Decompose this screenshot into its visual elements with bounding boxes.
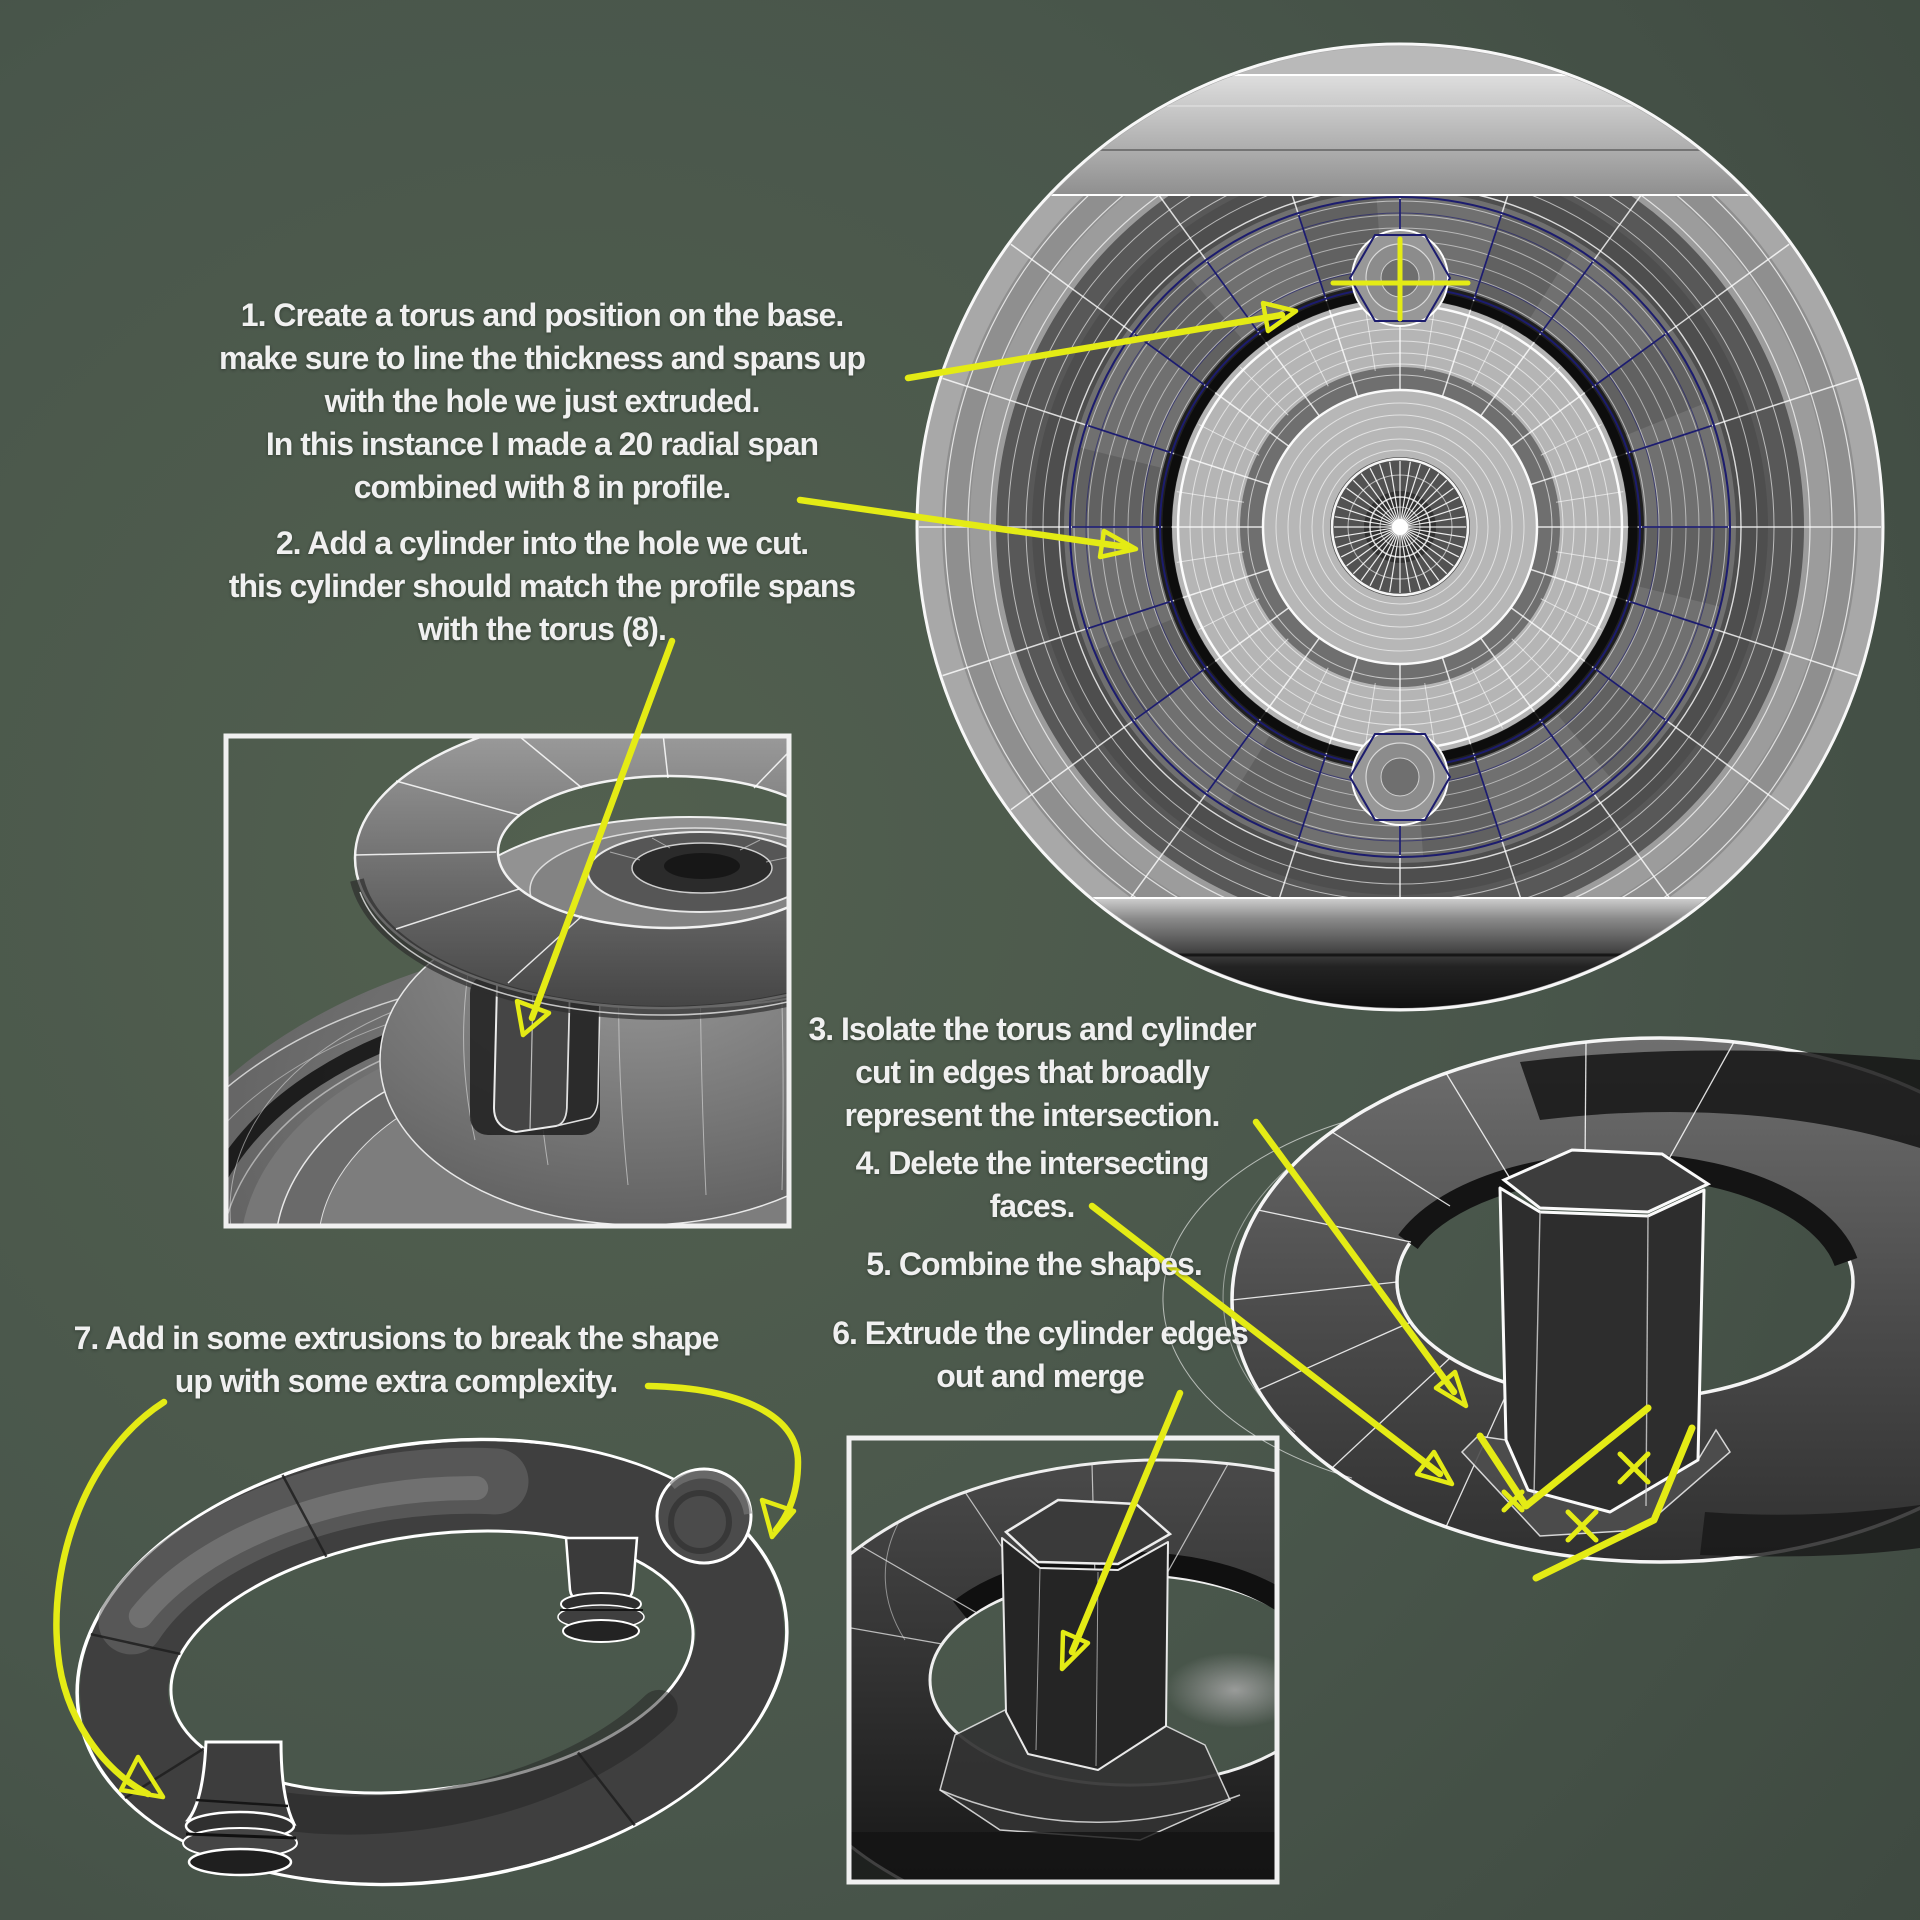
arrow-step4-head-icon (1414, 1449, 1455, 1487)
arrow-step6-line (1068, 1389, 1184, 1656)
arrow-step1-head-icon (1260, 300, 1299, 334)
arrow-step1b-head-icon (1097, 528, 1139, 560)
cylinder-in-hole-render-panel (223, 733, 792, 1229)
note-line: 4. Delete the intersecting (855, 1145, 1210, 1181)
note-line: represent the intersection. (844, 1097, 1221, 1133)
note-line: with the hole we just extruded. (324, 383, 761, 419)
fine-spokes (1176, 303, 1624, 751)
step-2-note: 2. Add a cylinder into the hole we cut. … (228, 522, 856, 651)
center-point (1392, 519, 1408, 535)
note-line: faces. (989, 1188, 1076, 1224)
note-line: cut in edges that broadly (855, 1054, 1210, 1090)
note-line: In this instance I made a 20 radial span (265, 426, 819, 462)
arrow-step7b-arc-head-icon (759, 1497, 797, 1540)
note-line: combined with 8 in profile. (353, 469, 732, 505)
arrow-step4-line (1088, 1202, 1444, 1478)
isolated-torus-cylinder-render (1162, 1036, 1920, 1564)
note-line: 1. Create a torus and position on the ba… (240, 297, 844, 333)
cut-edge-highlight (1476, 1404, 1652, 1510)
arrow-step2-line (528, 637, 676, 1022)
arrow-step1-line (904, 311, 1286, 382)
note-line: this cylinder should match the profile s… (228, 568, 856, 604)
step-1-note: 1. Create a torus and position on the ba… (219, 294, 866, 509)
ring-pin-lower (182, 1740, 298, 1877)
note-line: 5. Combine the shapes. (866, 1246, 1202, 1282)
x-marker-icon (1501, 1451, 1651, 1543)
step-3-note: 3. Isolate the torus and cylinder cut in… (808, 1008, 1256, 1137)
yellow-annotations (53, 236, 1696, 1800)
note-line: with the torus (8). (418, 611, 667, 647)
arrow-step3-line (1252, 1118, 1458, 1396)
note-line: make sure to line the thickness and span… (219, 340, 866, 376)
arrow-step1b-line (796, 496, 1130, 551)
ring-pin-upper (557, 1536, 645, 1643)
note-line: out and merge (936, 1358, 1144, 1394)
cut-edge-highlight (1532, 1424, 1696, 1582)
arrow-step3-head-icon (1433, 1369, 1469, 1409)
step-6-note: 6. Extrude the cylinder edges out and me… (832, 1312, 1249, 1398)
arrow-step6-head-icon (1059, 1629, 1091, 1672)
note-line: 7. Add in some extrusions to break the s… (73, 1320, 720, 1356)
step-7-note: 7. Add in some extrusions to break the s… (73, 1317, 720, 1403)
arrow-step7-arc-line (53, 1398, 168, 1798)
step-5-note: 5. Combine the shapes. (866, 1243, 1202, 1286)
note-line: 2. Add a cylinder into the hole we cut. (275, 525, 809, 561)
note-line: 3. Isolate the torus and cylinder (808, 1011, 1256, 1047)
merged-shape-render-panel (846, 1435, 1280, 1885)
note-line: 6. Extrude the cylinder edges (832, 1315, 1249, 1351)
pin-cylinder-bottom (1348, 728, 1452, 826)
step-4-note: 4. Delete the intersecting faces. (855, 1142, 1210, 1228)
selection-outline (915, 42, 1885, 1012)
panel-frame (846, 1435, 1280, 1885)
arrow-step2-head-icon (514, 998, 552, 1038)
final-smooth-ring-render (75, 1437, 789, 1887)
note-line: up with some extra complexity. (174, 1363, 618, 1399)
panel-frame (223, 733, 792, 1229)
arrow-step7-arc-head-icon (118, 1754, 166, 1800)
top-view-wireframe-render (915, 42, 1885, 1012)
